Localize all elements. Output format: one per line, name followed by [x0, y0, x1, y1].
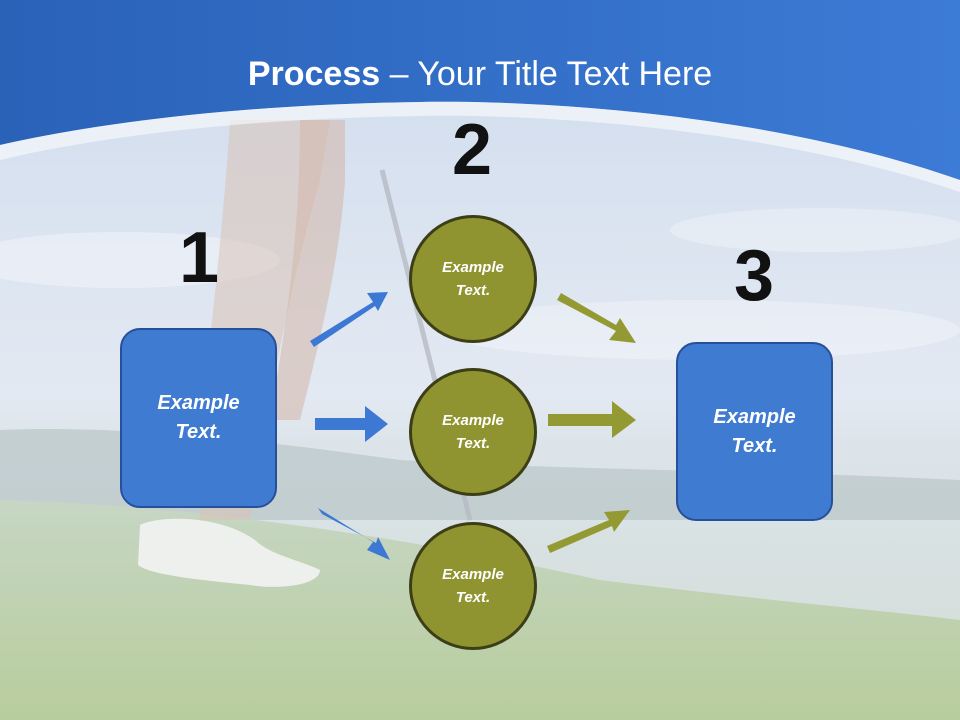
step-number-1: 1 [178, 218, 220, 298]
circle-bottom-text: Example Text. [442, 566, 504, 606]
step-1-text: Example Text. [157, 392, 240, 443]
circle-middle-text: Example Text. [442, 412, 504, 452]
step-2-circle-top: Example Text. [409, 215, 537, 343]
step-2-circle-bottom: Example Text. [409, 522, 537, 650]
circle-top-text: Example Text. [442, 259, 504, 299]
step-3-box: Example Text. [676, 342, 833, 521]
step-2-circle-middle: Example Text. [409, 368, 537, 496]
step-number-3: 3 [733, 236, 775, 316]
slide-title: Process – Your Title Text Here [0, 52, 960, 96]
step-number-2: 2 [451, 110, 493, 190]
title-bold: Process [247, 55, 381, 93]
step-1-box: Example Text. [120, 328, 277, 508]
step-3-text: Example Text. [713, 405, 796, 457]
title-rest: – Your Title Text Here [380, 55, 713, 93]
